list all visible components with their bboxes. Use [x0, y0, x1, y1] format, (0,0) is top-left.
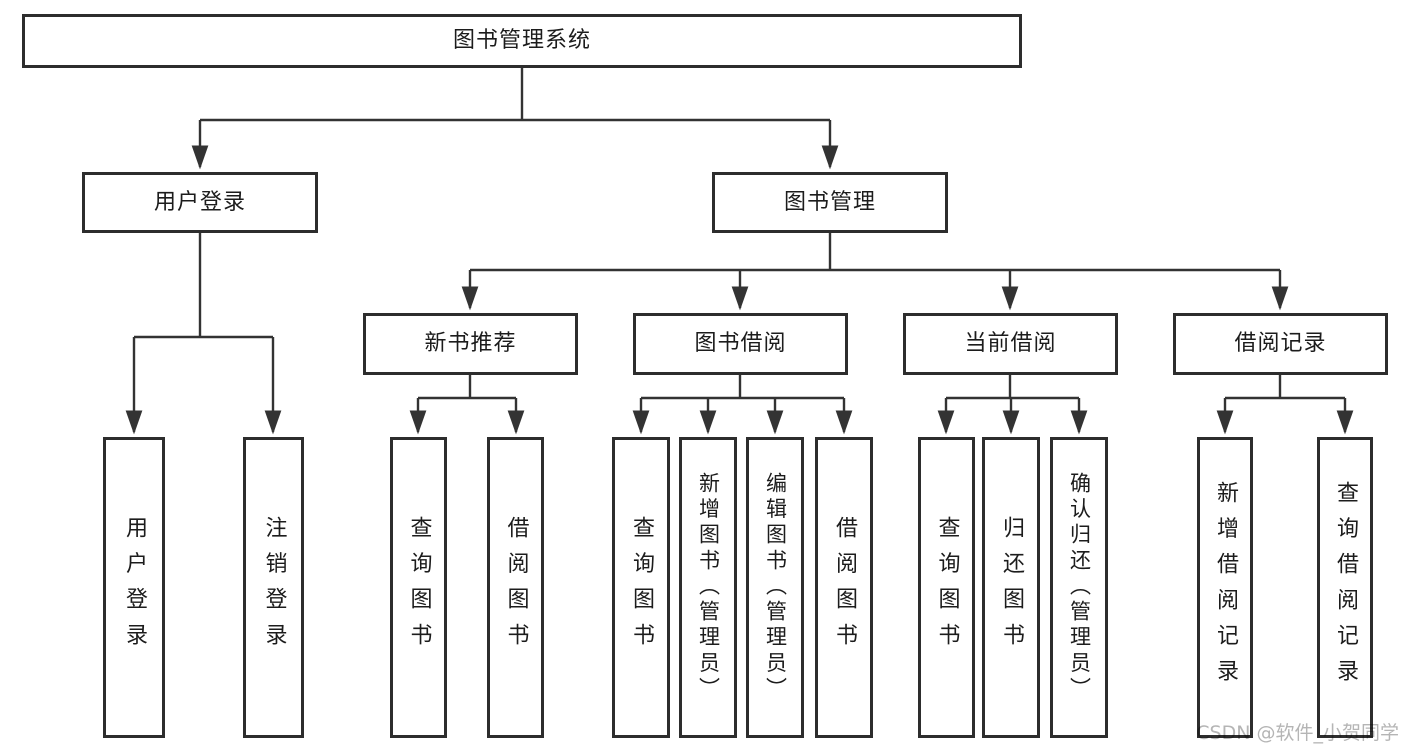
node-current-borrow-label: 当前借阅 [964, 331, 1057, 356]
node-leaf-user-login-label: 用户登录 [122, 516, 147, 659]
node-leaf-query-books-current: 查询图书 [918, 437, 975, 738]
node-new-book-recommend-label: 新书推荐 [424, 331, 517, 356]
node-library-management-system: 图书管理系统 [22, 14, 1022, 68]
node-leaf-query-books-recommend-label: 查询图书 [406, 516, 432, 659]
node-leaf-logout: 注销登录 [243, 437, 304, 738]
node-leaf-add-borrow-record-label: 新增借阅记录 [1213, 480, 1238, 695]
node-leaf-add-books-admin: 新增图书（管理员） [679, 437, 737, 738]
node-current-borrow: 当前借阅 [903, 313, 1118, 375]
node-leaf-logout-label: 注销登录 [261, 516, 287, 659]
csdn-watermark: CSDN @软件_小贺同学 [1196, 722, 1399, 744]
node-library-management-system-label: 图书管理系统 [452, 28, 591, 53]
node-leaf-add-borrow-record: 新增借阅记录 [1197, 437, 1253, 738]
node-leaf-borrow-books-label: 借阅图书 [832, 516, 857, 659]
node-leaf-query-borrow-record-label: 查询借阅记录 [1333, 480, 1358, 695]
node-leaf-borrow-books-recommend: 借阅图书 [487, 437, 544, 738]
node-book-management-label: 图书管理 [783, 189, 876, 215]
node-leaf-confirm-return-admin-label: 确认归还（管理员） [1067, 472, 1092, 703]
node-new-book-recommend: 新书推荐 [363, 313, 578, 375]
node-leaf-confirm-return-admin: 确认归还（管理员） [1050, 437, 1108, 738]
node-leaf-edit-books-admin: 编辑图书（管理员） [746, 437, 804, 738]
node-user-login: 用户登录 [82, 172, 318, 233]
node-leaf-query-books-current-label: 查询图书 [934, 516, 960, 659]
node-leaf-return-books: 归还图书 [982, 437, 1040, 738]
node-leaf-add-books-admin-label: 新增图书（管理员） [696, 472, 721, 703]
node-leaf-user-login: 用户登录 [103, 437, 165, 738]
node-leaf-query-borrow-record: 查询借阅记录 [1317, 437, 1373, 738]
node-book-borrow: 图书借阅 [633, 313, 848, 375]
node-leaf-query-books-recommend: 查询图书 [390, 437, 447, 738]
node-leaf-borrow-books-recommend-label: 借阅图书 [503, 516, 529, 659]
node-book-management: 图书管理 [712, 172, 948, 233]
node-leaf-query-books-borrow-label: 查询图书 [629, 516, 654, 659]
node-leaf-query-books-borrow: 查询图书 [612, 437, 670, 738]
node-user-login-label: 用户登录 [153, 189, 246, 215]
node-leaf-borrow-books: 借阅图书 [815, 437, 873, 738]
node-leaf-return-books-label: 归还图书 [999, 516, 1024, 659]
node-borrow-records: 借阅记录 [1173, 313, 1388, 375]
node-borrow-records-label: 借阅记录 [1234, 331, 1327, 356]
node-book-borrow-label: 图书借阅 [694, 331, 787, 356]
node-leaf-edit-books-admin-label: 编辑图书（管理员） [763, 472, 788, 703]
